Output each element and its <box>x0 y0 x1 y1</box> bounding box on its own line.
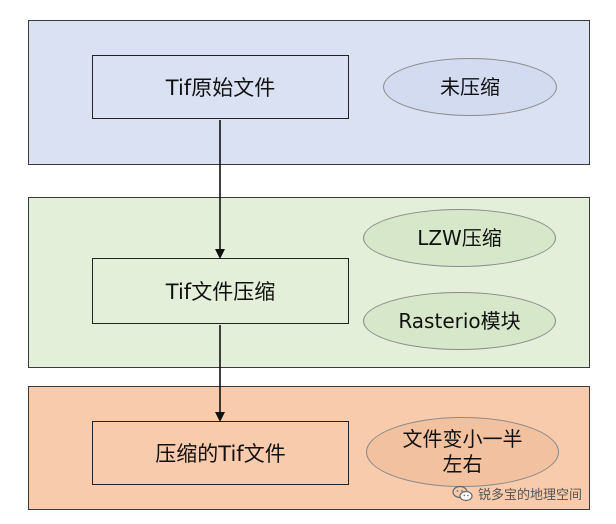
node-original-file: Tif原始文件 <box>92 55 349 119</box>
watermark-text: 锐多宝的地理空间 <box>478 488 583 503</box>
node-result-label: 压缩的Tif文件 <box>155 442 286 466</box>
note-rasterio-label: Rasterio模块 <box>398 308 521 333</box>
note-rasterio: Rasterio模块 <box>363 292 556 350</box>
note-lzw-label: LZW压缩 <box>417 225 502 250</box>
note-half-size-line2: 左右 <box>442 452 483 476</box>
node-original-label: Tif原始文件 <box>165 76 276 100</box>
note-uncompressed-label: 未压缩 <box>440 74 500 99</box>
watermark: 锐多宝的地理空间 <box>452 484 582 503</box>
wechat-icon <box>452 485 473 501</box>
note-lzw: LZW压缩 <box>363 209 556 267</box>
node-compress: Tif文件压缩 <box>92 258 349 324</box>
note-half-size: 文件变小一半 左右 <box>366 417 559 487</box>
note-uncompressed: 未压缩 <box>383 58 557 116</box>
node-compressed-file: 压缩的Tif文件 <box>92 421 349 485</box>
note-half-size-line1: 文件变小一半 <box>402 427 523 451</box>
node-compress-label: Tif文件压缩 <box>165 280 276 304</box>
note-half-size-text: 文件变小一半 左右 <box>403 427 523 477</box>
